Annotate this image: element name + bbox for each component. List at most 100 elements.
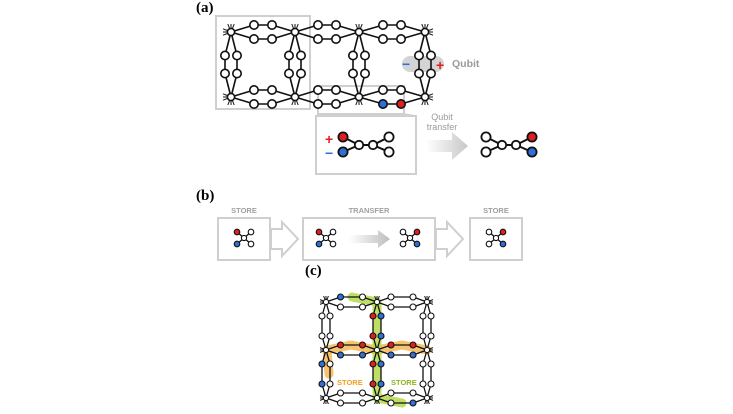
blue-node <box>233 240 241 248</box>
panel-a: (a) Qubit − + + − Qubit transfer <box>196 0 538 175</box>
node <box>249 99 260 110</box>
blue-node <box>336 293 345 301</box>
blue-node <box>377 312 385 320</box>
junction-node <box>423 394 431 402</box>
node <box>220 68 231 79</box>
node <box>427 380 435 388</box>
junction-node <box>373 298 381 306</box>
node <box>326 332 334 340</box>
node <box>420 92 430 102</box>
blue-node <box>318 360 326 368</box>
node <box>399 240 407 248</box>
node <box>395 85 406 96</box>
node <box>249 19 260 30</box>
node <box>387 389 395 397</box>
qubit-transfer-label-2: transfer <box>427 122 458 132</box>
red-node <box>233 228 241 236</box>
node <box>425 68 436 79</box>
node <box>326 380 334 388</box>
node <box>358 389 367 397</box>
red-node <box>336 341 345 349</box>
node <box>383 146 395 158</box>
blue-node <box>358 351 367 359</box>
node <box>480 131 492 143</box>
red-node <box>526 131 538 143</box>
junction-node <box>373 394 381 402</box>
node <box>326 360 334 368</box>
node <box>312 19 323 30</box>
node <box>295 68 306 79</box>
junction-node <box>322 394 330 402</box>
store-label-2: STORE <box>483 206 509 215</box>
node <box>290 92 300 102</box>
node <box>336 399 345 407</box>
red-node <box>369 312 377 320</box>
node <box>510 139 522 151</box>
node <box>387 303 395 311</box>
node <box>247 240 255 248</box>
node <box>485 240 493 248</box>
node <box>409 293 417 301</box>
node <box>318 332 326 340</box>
node <box>330 85 341 96</box>
red-node <box>369 332 377 340</box>
panel-c-label: (c) <box>305 263 322 279</box>
node <box>377 33 388 44</box>
red-node <box>395 99 406 110</box>
node <box>336 389 345 397</box>
node <box>427 332 435 340</box>
qubit-minus-sign: − <box>402 56 410 72</box>
node <box>353 139 365 151</box>
node <box>266 33 277 44</box>
node <box>359 50 370 61</box>
node <box>413 68 424 79</box>
blue-node <box>377 380 385 388</box>
blue-node <box>336 351 345 359</box>
node <box>420 27 430 37</box>
red-node <box>499 228 507 236</box>
node <box>354 92 364 102</box>
red-node <box>369 360 377 368</box>
node <box>347 68 358 79</box>
node <box>226 92 236 102</box>
node <box>419 312 427 320</box>
center-node <box>322 234 330 242</box>
node <box>377 85 388 96</box>
node <box>347 50 358 61</box>
red-node <box>409 341 417 349</box>
panel-b-label: (b) <box>196 188 214 204</box>
zoomed-qubit-before <box>337 131 395 158</box>
node <box>354 27 364 37</box>
node <box>295 50 306 61</box>
node <box>427 312 435 320</box>
node <box>226 27 236 37</box>
node <box>330 99 341 110</box>
red-node <box>315 228 323 236</box>
store-node-1 <box>233 228 255 248</box>
blue-node <box>526 146 538 158</box>
node <box>419 360 427 368</box>
node <box>387 399 395 407</box>
node <box>249 85 260 96</box>
red-node <box>387 341 395 349</box>
transfer-label: TRANSFER <box>349 206 390 215</box>
qubit-label: Qubit <box>452 58 480 70</box>
node <box>329 228 337 236</box>
center-node <box>492 234 500 242</box>
node <box>358 303 367 311</box>
node <box>480 146 492 158</box>
red-node <box>369 380 377 388</box>
node <box>399 228 407 236</box>
node <box>312 99 323 110</box>
zoomed-qubit-after <box>480 131 538 158</box>
zoom-box <box>315 115 417 175</box>
zoom-plus-sign: + <box>325 131 333 147</box>
hollow-arrow-2 <box>435 219 465 259</box>
node <box>359 68 370 79</box>
blue-node <box>318 380 326 388</box>
qubit-transfer-arrow <box>426 132 468 160</box>
node <box>290 27 300 37</box>
node <box>318 312 326 320</box>
node <box>387 293 395 301</box>
blue-node <box>315 240 323 248</box>
